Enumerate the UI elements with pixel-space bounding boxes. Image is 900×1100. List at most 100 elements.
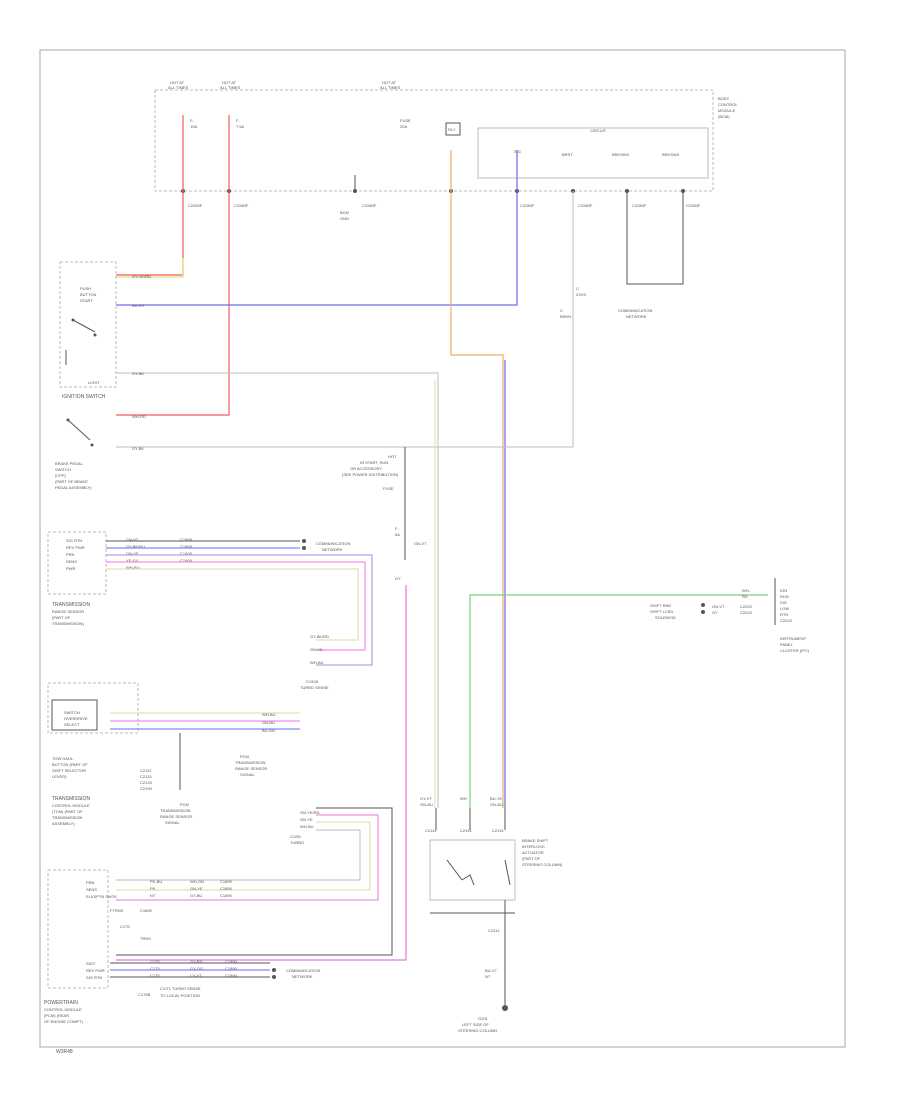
- svg-text:RD: RD: [742, 594, 748, 599]
- svg-text:SWITCH: SWITCH: [64, 710, 80, 715]
- svg-text:BUTTON (PART OF: BUTTON (PART OF: [52, 762, 88, 767]
- svg-text:BRKSWX: BRKSWX: [612, 152, 630, 157]
- svg-text:GY-BK/RD: GY-BK/RD: [310, 634, 329, 639]
- svg-text:SENS: SENS: [86, 887, 97, 892]
- svg-text:GND: GND: [340, 216, 349, 221]
- svg-text:IGN: IGN: [780, 588, 787, 593]
- svg-text:GN-VT: GN-VT: [414, 541, 427, 546]
- svg-text:REV PWR: REV PWR: [86, 968, 105, 973]
- svg-text:C2280F: C2280F: [578, 203, 593, 208]
- svg-text:C2280F: C2280F: [234, 203, 249, 208]
- svg-text:GY: GY: [712, 610, 718, 615]
- svg-text:GY-BK: GY-BK: [132, 371, 144, 376]
- svg-text:TRNS: TRNS: [140, 936, 151, 941]
- svg-text:2XXX: 2XXX: [576, 292, 587, 297]
- svg-text:SELECT: SELECT: [64, 722, 80, 727]
- svg-text:YE-GY: YE-GY: [126, 558, 139, 563]
- svg-text:(PART OF BRAKE: (PART OF BRAKE: [55, 479, 88, 484]
- shift-lock-actuator: GY-VT GN-BU WH BU-YE GN-BU C2141 C2141 C…: [420, 796, 563, 1033]
- svg-text:BRKSWX: BRKSWX: [662, 152, 680, 157]
- svg-text:C2133: C2133: [140, 780, 153, 785]
- svg-text:GN-YE: GN-YE: [310, 647, 323, 652]
- svg-text:C: C: [576, 286, 579, 291]
- svg-text:TOW HAUL: TOW HAUL: [52, 756, 74, 761]
- svg-text:(PCM) (REAR: (PCM) (REAR: [44, 1013, 69, 1018]
- svg-text:GY-BK: GY-BK: [132, 446, 144, 451]
- svg-text:PCM: PCM: [240, 754, 249, 759]
- svg-text:CLUSTER (IPC): CLUSTER (IPC): [780, 648, 810, 653]
- tcm-module: SWITCH OVERDRIVE SELECT TOW HAUL BUTTON …: [47, 682, 153, 826]
- svg-text:C2220: C2220: [740, 610, 753, 615]
- svg-text:G201: G201: [478, 1016, 489, 1021]
- svg-text:BODY: BODY: [718, 96, 730, 101]
- svg-text:TO LOCAL POSITION: TO LOCAL POSITION: [160, 993, 200, 998]
- svg-text:PWR: PWR: [66, 566, 75, 571]
- svg-text:TRANSMISSION: TRANSMISSION: [160, 808, 191, 813]
- svg-text:C175B: C175B: [138, 992, 151, 997]
- svg-text:C2220: C2220: [780, 618, 793, 623]
- pcm-module: PRN SENS ELKSPTN SWTK FTRNX C1890 C175 T…: [44, 869, 238, 1024]
- wire-pcm-2: [116, 814, 379, 901]
- svg-text:C1890: C1890: [220, 893, 233, 898]
- svg-text:PANEL: PANEL: [780, 642, 794, 647]
- svg-text:POWERTRAIN: POWERTRAIN: [44, 1000, 78, 1006]
- svg-text:COMMUNICATION: COMMUNICATION: [618, 308, 652, 313]
- svg-text:PRN: PRN: [86, 880, 95, 885]
- svg-text:SIGNAL: SIGNAL: [240, 772, 255, 777]
- svg-text:(PART OF: (PART OF: [52, 615, 71, 620]
- svg-text:HOT AT: HOT AT: [382, 80, 397, 85]
- svg-text:NETWORK: NETWORK: [292, 974, 313, 979]
- brake-pedal-switch: BRAKE PEDAL SWITCH (CPP) (PART OF BRAKE …: [55, 414, 146, 490]
- wire-trs-sens: [106, 561, 366, 651]
- ipc-module: WH- RD IGN RUN SIG LOW RTN C2220 SHIFT R…: [469, 578, 810, 808]
- svg-text:REV PWR: REV PWR: [66, 545, 85, 550]
- svg-text:MODULE: MODULE: [718, 108, 735, 113]
- svg-text:SIG RTN: SIG RTN: [66, 538, 82, 543]
- svg-text:GN-BU: GN-BU: [490, 802, 503, 807]
- svg-text:GY: GY: [395, 576, 401, 581]
- svg-text:GY-OG: GY-OG: [190, 966, 203, 971]
- svg-text:(BCM): (BCM): [718, 114, 730, 119]
- svg-text:LEFT SIDE OF: LEFT SIDE OF: [462, 1022, 489, 1027]
- svg-text:5A: 5A: [395, 532, 400, 537]
- svg-text:RLY: RLY: [448, 127, 456, 132]
- svg-text:RANGE SENSOR: RANGE SENSOR: [52, 609, 84, 614]
- svg-text:NETWORK: NETWORK: [322, 547, 343, 552]
- svg-text:ALL TIMES: ALL TIMES: [168, 85, 189, 90]
- svg-text:STEERING COLUMN: STEERING COLUMN: [458, 1028, 497, 1033]
- svg-text:C1908: C1908: [180, 558, 193, 563]
- svg-text:C2141: C2141: [488, 928, 501, 933]
- svg-text:7.5A: 7.5A: [236, 124, 245, 129]
- svg-text:C1908: C1908: [306, 679, 319, 684]
- svg-text:CONTROL: CONTROL: [718, 102, 738, 107]
- svg-text:BUTTON: BUTTON: [80, 292, 96, 297]
- svg-text:BCM: BCM: [340, 210, 349, 215]
- wire-blue-bcm-ignition: [116, 150, 518, 306]
- svg-text:GY-YE/RD: GY-YE/RD: [132, 274, 151, 279]
- svg-text:CN-VT: CN-VT: [126, 537, 139, 542]
- network-junction: HOT IN START, RUN OR ACCESSORY (SEE POWE…: [342, 447, 427, 581]
- svg-text:TRANSMISSION: TRANSMISSION: [52, 815, 83, 820]
- svg-text:RUN: RUN: [780, 594, 789, 599]
- svg-text:C2220: C2220: [740, 604, 753, 609]
- svg-text:PCM: PCM: [180, 802, 189, 807]
- svg-text:PEDAL ASSEMBLY): PEDAL ASSEMBLY): [55, 485, 92, 490]
- svg-text:WH-RD: WH-RD: [132, 414, 146, 419]
- svg-text:RANGE SENSOR: RANGE SENSOR: [160, 814, 192, 819]
- svg-text:TURBO SENSE: TURBO SENSE: [300, 685, 329, 690]
- svg-text:SHIFT RND: SHIFT RND: [650, 603, 671, 608]
- svg-text:BU-YE: BU-YE: [490, 796, 503, 801]
- svg-text:WH: WH: [460, 796, 467, 801]
- svg-text:GN-YE: GN-YE: [300, 817, 313, 822]
- svg-text:C1890: C1890: [225, 959, 238, 964]
- svg-text:TRANSMISSION): TRANSMISSION): [52, 621, 84, 626]
- svg-text:GN-BU: GN-BU: [262, 720, 275, 725]
- svg-text:C1890: C1890: [225, 966, 238, 971]
- svg-text:C: C: [560, 308, 563, 313]
- svg-text:C1890: C1890: [140, 908, 153, 913]
- wire-pcm-1: [116, 807, 393, 956]
- svg-text:GY-BK/BU: GY-BK/BU: [126, 544, 145, 549]
- svg-text:GN-BU: GN-BU: [420, 802, 433, 807]
- svg-text:OVERDRIVE: OVERDRIVE: [64, 716, 88, 721]
- svg-text:CONTROL MODULE: CONTROL MODULE: [52, 803, 90, 808]
